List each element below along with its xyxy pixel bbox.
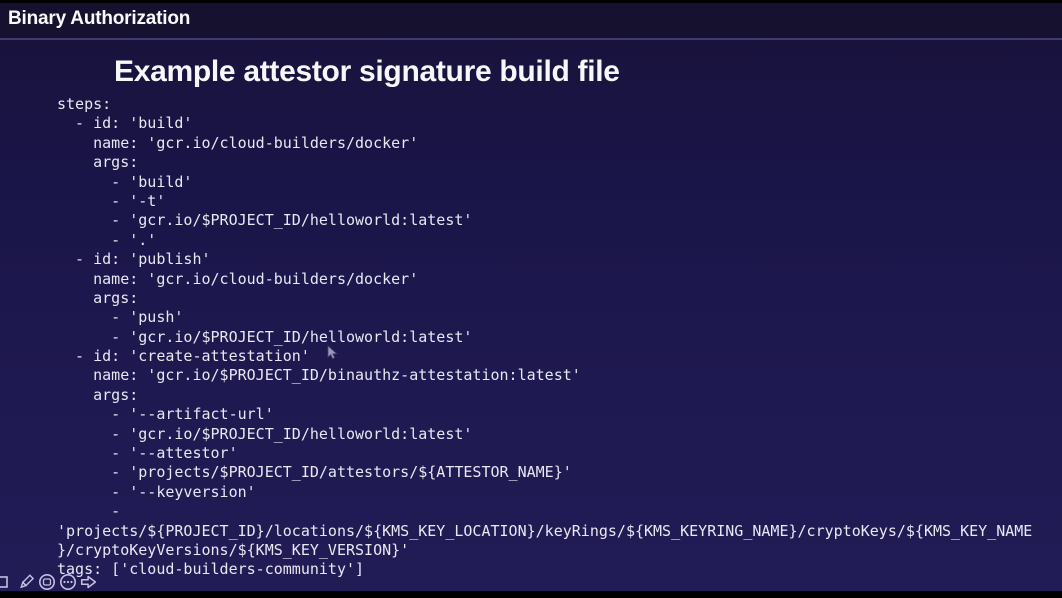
code-block: steps: - id: 'build' name: 'gcr.io/cloud…	[57, 95, 1032, 580]
top-edge-bar	[0, 0, 1062, 3]
code-line: - '--keyversion'	[57, 482, 256, 501]
code-line: args:	[57, 153, 139, 172]
bottom-edge-bar	[0, 591, 1062, 598]
next-arrow-icon[interactable]	[79, 572, 99, 592]
code-line: args:	[57, 288, 139, 307]
code-line: - 'projects/$PROJECT_ID/attestors/${ATTE…	[57, 463, 572, 482]
header-band: Binary Authorization	[0, 3, 1062, 40]
code-line: - '-t'	[57, 191, 166, 210]
code-line: - '.'	[57, 230, 157, 249]
slide-circle-icon[interactable]	[37, 572, 57, 592]
slide-frame: Binary Authorization Example attestor si…	[0, 3, 1062, 591]
annotation-toolbar	[0, 572, 99, 592]
page-title: Binary Authorization	[8, 8, 191, 29]
shape-square-icon[interactable]	[0, 572, 15, 592]
code-line: - 'gcr.io/$PROJECT_ID/helloworld:latest'	[57, 211, 473, 230]
code-line: name: 'gcr.io/cloud-builders/docker'	[57, 133, 419, 152]
code-line: - '--artifact-url'	[57, 405, 274, 424]
code-line: }/cryptoKeyVersions/${KMS_KEY_VERSION}'	[57, 540, 410, 559]
slide-title: Example attestor signature build file	[114, 55, 620, 88]
code-line: - id: 'build'	[57, 114, 193, 133]
code-line: 'projects/${PROJECT_ID}/locations/${KMS_…	[57, 521, 1033, 540]
code-line: - id: 'create-attestation'	[57, 347, 310, 366]
code-line: -	[57, 502, 121, 521]
code-line: tags: ['cloud-builders-community']	[57, 560, 365, 579]
code-line: name: 'gcr.io/cloud-builders/docker'	[57, 269, 419, 288]
pencil-icon[interactable]	[16, 572, 36, 592]
code-line: - 'gcr.io/$PROJECT_ID/helloworld:latest'	[57, 327, 473, 346]
code-line: steps:	[57, 95, 112, 113]
code-line: name: 'gcr.io/$PROJECT_ID/binauthz-attes…	[57, 366, 581, 385]
code-line: - id: 'publish'	[57, 250, 211, 269]
mouse-cursor-icon	[327, 345, 339, 366]
code-line: - 'push'	[57, 308, 184, 327]
code-line: - '--attestor'	[57, 444, 238, 463]
more-options-icon[interactable]	[58, 572, 78, 592]
code-line: - 'build'	[57, 172, 193, 191]
code-line: args:	[57, 385, 139, 404]
code-line: - 'gcr.io/$PROJECT_ID/helloworld:latest'	[57, 424, 473, 443]
